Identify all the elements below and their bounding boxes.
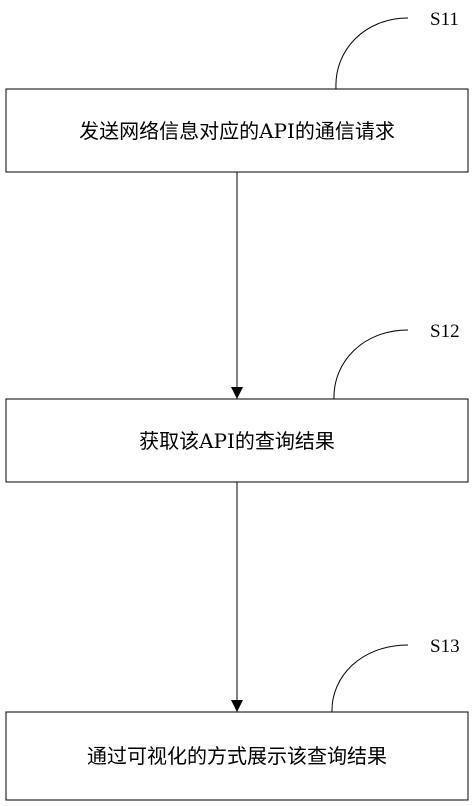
step-s12-text: 获取该API的查询结果 [139,429,335,453]
step-s12: S12 获取该API的查询结果 [5,321,469,483]
step-s13-text: 通过可视化的方式展示该查询结果 [87,744,387,768]
step-s11-label: S11 [430,9,459,30]
step-s13-box [5,711,469,801]
arrow-s12-to-s13 [231,482,243,712]
step-s13-leader [331,644,409,713]
arrow-s12-to-s13-head [231,700,243,712]
arrow-s11-to-s12-head [231,387,243,399]
step-s12-leader [333,329,409,400]
step-s11-text: 发送网络信息对应的API的通信请求 [79,119,395,143]
step-s13: S13 通过可视化的方式展示该查询结果 [5,636,469,801]
step-s11-leader [335,17,409,90]
step-s13-label: S13 [430,636,460,657]
step-s11: S11 发送网络信息对应的API的通信请求 [5,9,469,173]
step-s12-box [5,398,469,483]
step-s12-label: S12 [430,321,460,342]
step-s11-box [5,88,469,173]
arrow-s11-to-s12 [231,172,243,399]
